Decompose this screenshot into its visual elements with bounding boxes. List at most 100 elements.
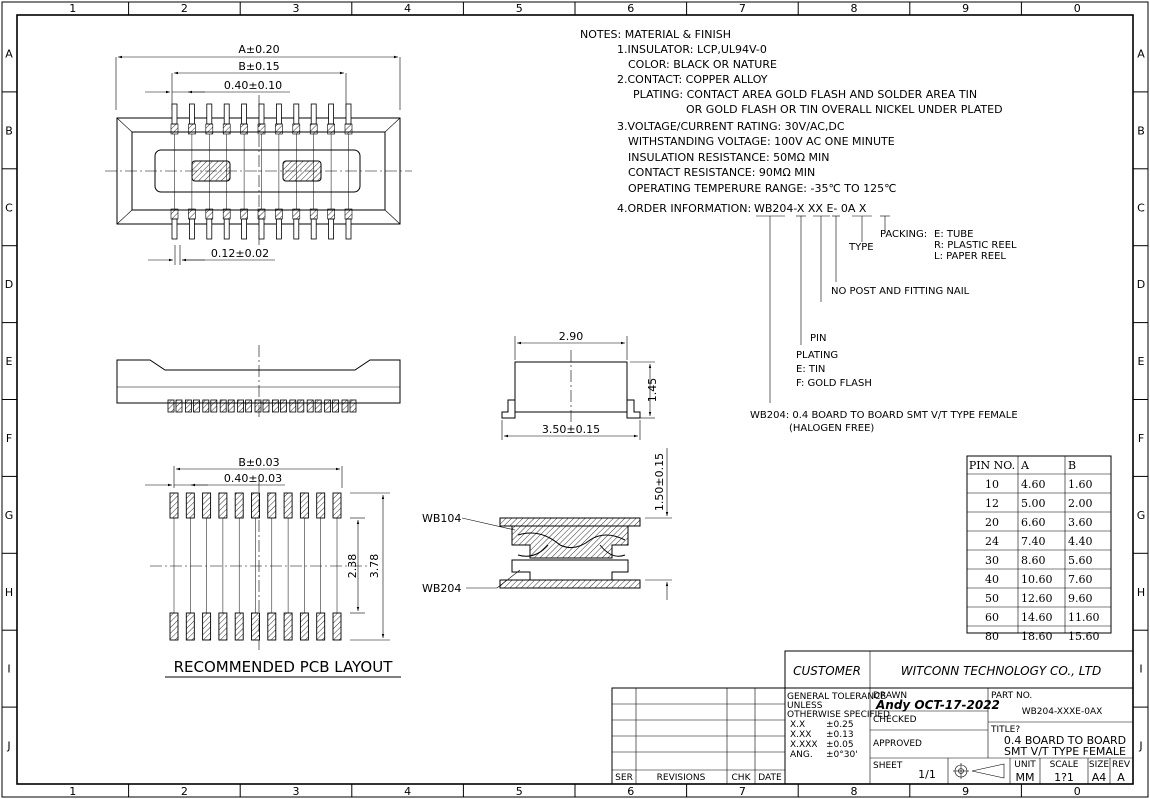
tol-title1: GENERAL TOLERANCE xyxy=(787,692,886,702)
tol-title2: UNLESS xyxy=(787,701,823,711)
pcb-dim-b: B±0.03 xyxy=(238,456,279,469)
grid-row-label: G xyxy=(5,509,14,522)
order-leaders: PACKING: E: TUBE R: PLASTIC REEL L: PAPE… xyxy=(750,215,1018,434)
company-name: WITCONN TECHNOLOGY CO., LTD xyxy=(901,664,1102,678)
order-plating-e: E: TIN xyxy=(796,364,825,375)
table-cell-b: 1.60 xyxy=(1068,478,1093,491)
order-packing-e: E: TUBE xyxy=(934,229,973,240)
table-cell-pin: 60 xyxy=(985,611,999,624)
table-cell-a: 12.60 xyxy=(1021,592,1053,605)
front-view xyxy=(116,345,401,420)
grid-row-label: I xyxy=(7,663,10,676)
table-cell-pin: 10 xyxy=(985,478,999,491)
grid-col-label: 5 xyxy=(516,785,523,798)
notes-line: OPERATING TEMPERURE RANGE: -35℃ TO 125℃ xyxy=(628,182,897,195)
customer-label: CUSTOMER xyxy=(793,664,861,678)
drawn-value: Andy OCT-17-2022 xyxy=(875,698,1000,712)
notes-line: 2.CONTACT: COPPER ALLOY xyxy=(617,73,768,86)
grid-row-label: D xyxy=(5,278,13,291)
grid-col-label: 1 xyxy=(69,2,76,15)
dim-b: B±0.15 xyxy=(238,60,279,73)
table-cell-pin: 50 xyxy=(985,592,999,605)
table-cell-pin: 40 xyxy=(985,573,999,586)
grid-row-label: F xyxy=(6,432,12,445)
grid-col-label: 3 xyxy=(293,785,300,798)
table-cell-b: 2.00 xyxy=(1068,497,1093,510)
table-header-pin: PIN NO. xyxy=(969,459,1015,472)
tol-key: ANG. xyxy=(790,750,813,760)
grid-col-label: 7 xyxy=(739,785,746,798)
grid-row-label: I xyxy=(1139,663,1142,676)
grid-col-label: 2 xyxy=(181,785,188,798)
grid-row-label: J xyxy=(1138,740,1142,753)
table-cell-pin: 30 xyxy=(985,554,999,567)
table-header-b: B xyxy=(1068,459,1076,472)
notes-line: COLOR: BLACK OR NATURE xyxy=(628,58,777,71)
label-wb204: WB204 xyxy=(422,582,461,595)
order-packing-r: R: PLASTIC REEL xyxy=(934,240,1017,251)
order-packing: PACKING: xyxy=(880,229,927,240)
notes-line: PLATING: CONTACT AREA GOLD FLASH AND SOL… xyxy=(633,88,977,101)
side-view: 2.90 1.45 3.50±0.15 xyxy=(501,330,659,440)
rev-col-ser: SER xyxy=(615,773,633,783)
grid-col-label: 5 xyxy=(516,2,523,15)
table-cell-pin: 20 xyxy=(985,516,999,529)
tol-value: ±0.05 xyxy=(826,740,854,750)
mated-section: 1.50±0.15 WB104 WB204 xyxy=(422,448,672,600)
tol-value: ±0.25 xyxy=(826,720,854,730)
tol-key: X.XX xyxy=(790,730,811,740)
sheet-label: SHEET xyxy=(873,761,903,771)
size-value: A4 xyxy=(1092,771,1107,784)
rev-col-revisions: REVISIONS xyxy=(657,773,706,783)
grid-row-label: A xyxy=(5,47,13,60)
grid-row-label: G xyxy=(1137,509,1146,522)
drawn-label: DRAWN xyxy=(873,691,907,701)
pcb-title: RECOMMENDED PCB LAYOUT xyxy=(174,658,394,676)
grid-row-label: H xyxy=(5,586,13,599)
table-cell-a: 6.60 xyxy=(1021,516,1046,529)
rev-col-date: DATE xyxy=(758,773,782,783)
grid-col-label: 6 xyxy=(627,2,634,15)
pcb-dim-h2: 3.78 xyxy=(368,554,381,579)
tol-value: ±0°30' xyxy=(826,750,858,760)
order-no-post: NO POST AND FITTING NAIL xyxy=(831,286,970,297)
top-view: A±0.20 B±0.15 0.40±0.10 0.12±0.02 xyxy=(105,43,412,265)
revisions-table: SER REVISIONS CHK DATE xyxy=(611,687,786,785)
grid-row-label: D xyxy=(1137,278,1145,291)
size-label: SIZE xyxy=(1089,760,1110,770)
grid-col-label: 9 xyxy=(962,785,969,798)
grid-col-label: 8 xyxy=(851,785,858,798)
unit-label: UNIT xyxy=(1014,760,1036,770)
grid-col-label: 3 xyxy=(293,2,300,15)
grid-col-label: 4 xyxy=(404,2,411,15)
tol-title3: OTHERWISE SPECIFIED xyxy=(787,710,890,720)
table-cell-pin: 12 xyxy=(985,497,999,510)
tol-key: X.X xyxy=(790,720,805,730)
grid-row-label: C xyxy=(1137,201,1145,214)
table-cell-b: 11.60 xyxy=(1068,611,1100,624)
grid-row-label: C xyxy=(5,201,13,214)
dim-side-height: 1.45 xyxy=(646,378,659,403)
rev-value: A xyxy=(1117,771,1125,784)
order-code: WB204-X XX E- 0A X xyxy=(754,202,867,215)
notes: NOTES: MATERIAL & FINISH 1.INSULATOR: LC… xyxy=(580,28,1003,215)
grid-col-label: 6 xyxy=(627,785,634,798)
grid-col-label: 8 xyxy=(851,2,858,15)
rev-label: REV xyxy=(1112,760,1131,770)
tol-value: ±0.13 xyxy=(826,730,854,740)
grid-row-label: F xyxy=(1138,432,1144,445)
label-wb104: WB104 xyxy=(422,512,461,525)
order-pin: PIN xyxy=(810,333,826,344)
grid-col-label: 4 xyxy=(404,785,411,798)
notes-line: NOTES: MATERIAL & FINISH xyxy=(580,28,731,41)
grid-col-label: 1 xyxy=(69,785,76,798)
approved-label: APPROVED xyxy=(873,739,922,749)
dim-overall: 3.50±0.15 xyxy=(542,423,600,436)
table-cell-a: 4.60 xyxy=(1021,478,1046,491)
table-cell-pin: 80 xyxy=(985,630,999,643)
grid-row-label: B xyxy=(1137,124,1145,137)
notes-line: 1.INSULATOR: LCP,UL94V-0 xyxy=(617,43,767,56)
dim-pin-width: 0.12±0.02 xyxy=(211,247,269,260)
